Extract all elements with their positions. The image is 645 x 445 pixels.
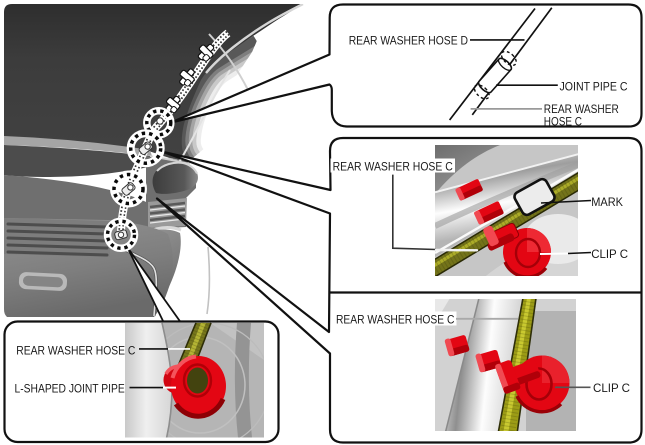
svg-text:REAR WASHER: REAR WASHER: [544, 102, 619, 116]
svg-text:REAR WASHER HOSE C: REAR WASHER HOSE C: [16, 343, 135, 357]
svg-text:L-SHAPED JOINT PIPE: L-SHAPED JOINT PIPE: [15, 382, 125, 396]
svg-text:JOINT PIPE C: JOINT PIPE C: [560, 79, 628, 93]
svg-text:REAR WASHER HOSE D: REAR WASHER HOSE D: [349, 33, 469, 47]
svg-text:CLIP C: CLIP C: [593, 381, 630, 395]
svg-text:REAR WASHER HOSE C: REAR WASHER HOSE C: [333, 160, 453, 174]
svg-text:HOSE C: HOSE C: [544, 114, 582, 128]
svg-text:REAR WASHER HOSE C: REAR WASHER HOSE C: [336, 313, 455, 327]
svg-text:CLIP C: CLIP C: [591, 247, 628, 261]
svg-text:MARK: MARK: [591, 195, 623, 209]
